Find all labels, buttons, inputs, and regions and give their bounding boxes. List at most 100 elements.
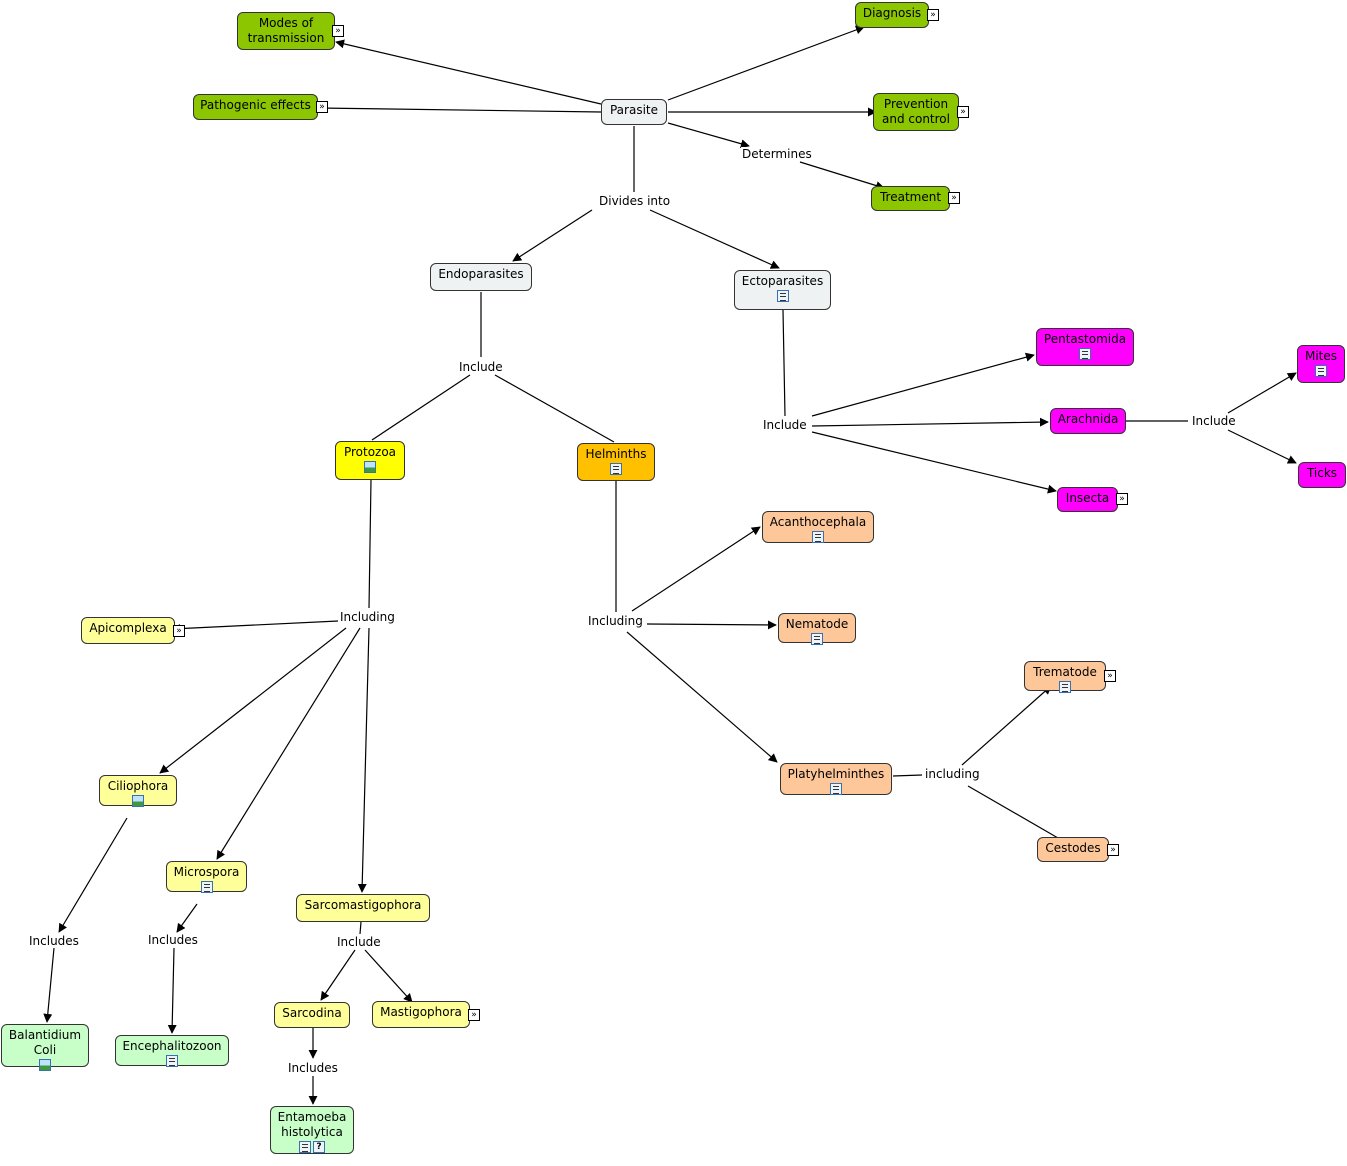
link-include-pentastomida (811, 352, 1035, 417)
link-include-helminths (494, 374, 615, 443)
concept-arachnida[interactable]: Arachnida (1050, 408, 1126, 434)
concept-apicomplexa[interactable]: Apicomplexa (81, 617, 175, 644)
concept-prevention-and-control[interactable]: Prevention and control (873, 93, 959, 131)
concept-label: Ciliophora (107, 779, 169, 793)
concept-label: Trematode (1033, 665, 1097, 679)
phrase-include-arachnida: Include (1191, 414, 1237, 428)
concept-protozoa[interactable]: Protozoa (335, 441, 405, 480)
concept-label: Balantidium Coli (8, 1028, 82, 1057)
submap-icon[interactable]: » (332, 25, 344, 37)
link-protozoa-including (368, 479, 372, 609)
link-divides-ecto (649, 209, 780, 269)
submap-icon[interactable]: » (927, 9, 939, 21)
link-including-microspora (216, 627, 361, 860)
link-include-protozoa (371, 374, 471, 441)
concept-label: Sarcomastigophora (304, 898, 422, 912)
concept-trematode[interactable]: Trematode (1024, 661, 1106, 693)
concept-parasite[interactable]: Parasite (601, 99, 667, 125)
submap-icon[interactable]: » (948, 192, 960, 204)
submap-icon[interactable]: » (1107, 844, 1119, 856)
concept-label: Modes of transmission (247, 16, 325, 45)
concept-mastigophora[interactable]: Mastigophora (372, 1001, 470, 1028)
image-icon[interactable] (132, 795, 144, 807)
link-including-acanthocephala (631, 526, 761, 612)
link-parasite-determines (667, 122, 750, 149)
submap-icon[interactable]: » (1104, 670, 1116, 682)
document-icon[interactable] (166, 1055, 178, 1067)
concept-label: Cestodes (1045, 841, 1101, 855)
submap-icon[interactable]: » (316, 101, 328, 113)
document-icon[interactable] (299, 1141, 311, 1153)
concept-cestodes[interactable]: Cestodes (1037, 837, 1109, 862)
submap-icon[interactable]: » (957, 106, 969, 118)
link-includes-encephalitozoon (167, 947, 177, 1034)
concept-label: Ectoparasites (741, 274, 824, 288)
link-include-insecta (811, 431, 1057, 494)
submap-icon[interactable]: » (1116, 493, 1128, 505)
concept-endoparasites[interactable]: Endoparasites (430, 263, 532, 291)
concept-platyhelminthes[interactable]: Platyhelminthes (780, 763, 892, 795)
link-including-sarcomastigophora (357, 627, 370, 893)
concept-modes-of-transmission[interactable]: Modes of transmission (237, 12, 335, 50)
link-divides-endo (512, 209, 593, 262)
concept-mites[interactable]: Mites (1297, 345, 1345, 383)
link-include-mites (1227, 372, 1297, 414)
link-including-platy (626, 631, 778, 763)
phrase-determines: Determines (741, 147, 813, 161)
concept-entamoeba-histolytica[interactable]: Entamoeba histolytica ? (270, 1106, 354, 1154)
link-include-mastigophora (364, 949, 413, 1003)
concept-pathogenic-effects[interactable]: Pathogenic effects (193, 94, 318, 120)
link-sarcomastigophora-include (359, 921, 362, 935)
link-ciliophora-includes (58, 817, 128, 933)
concept-sarcomastigophora[interactable]: Sarcomastigophora (296, 894, 430, 922)
document-icon[interactable] (812, 531, 824, 543)
phrase-include-ecto: Include (762, 418, 808, 432)
concept-label: Pathogenic effects (200, 98, 311, 112)
link-including-nematode (646, 620, 777, 630)
document-icon[interactable] (200, 881, 213, 893)
concept-nematode[interactable]: Nematode (778, 613, 856, 645)
concept-ciliophora[interactable]: Ciliophora (99, 775, 177, 807)
phrase-includes-ciliophora: Includes (28, 934, 80, 948)
document-icon[interactable] (1059, 681, 1071, 693)
concept-label: Nematode (785, 617, 849, 631)
concept-label: Acanthocephala (769, 515, 867, 529)
concept-pentastomida[interactable]: Pentastomida (1036, 328, 1134, 366)
concept-label: Entamoeba histolytica (277, 1110, 347, 1139)
image-icon[interactable] (39, 1059, 51, 1071)
concept-label: Apicomplexa (89, 621, 167, 635)
link-include-sarcodina (320, 949, 356, 1001)
link-platy-including (892, 774, 923, 777)
concept-balantidium-coli[interactable]: Balantidium Coli (1, 1024, 89, 1071)
concept-insecta[interactable]: Insecta (1057, 487, 1118, 512)
concept-label: Microspora (173, 865, 240, 879)
concept-ticks[interactable]: Ticks (1298, 462, 1346, 488)
link-parasite-diagnosis (667, 25, 865, 101)
document-icon[interactable] (610, 463, 622, 475)
phrase-include-sarcomastigophora: Include (336, 935, 382, 949)
concept-label: Ticks (1306, 466, 1338, 480)
document-icon[interactable] (776, 290, 789, 302)
concept-diagnosis[interactable]: Diagnosis (855, 2, 929, 28)
concept-sarcodina[interactable]: Sarcodina (274, 1002, 350, 1028)
document-icon[interactable] (1079, 348, 1091, 360)
submap-icon[interactable]: » (173, 625, 185, 637)
concept-label: Platyhelminthes (787, 767, 885, 781)
document-icon[interactable] (1315, 365, 1327, 377)
concept-label: Arachnida (1057, 412, 1119, 426)
concept-helminths[interactable]: Helminths (577, 443, 655, 481)
concept-acanthocephala[interactable]: Acanthocephala (762, 511, 874, 543)
concept-microspora[interactable]: Microspora (166, 861, 247, 893)
document-icon[interactable] (830, 783, 842, 795)
document-icon[interactable] (811, 633, 823, 645)
help-icon[interactable]: ? (313, 1141, 325, 1153)
link-parasite-pathogenic (317, 103, 602, 113)
link-including-cestodes (967, 785, 1059, 839)
concept-label: Pentastomida (1043, 332, 1127, 346)
image-icon[interactable] (364, 461, 376, 473)
concept-ectoparasites[interactable]: Ectoparasites (734, 270, 831, 310)
submap-icon[interactable]: » (468, 1009, 480, 1021)
concept-label: Helminths (585, 447, 647, 461)
concept-encephalitozoon[interactable]: Encephalitozoon (115, 1035, 229, 1067)
concept-treatment[interactable]: Treatment (871, 186, 950, 211)
